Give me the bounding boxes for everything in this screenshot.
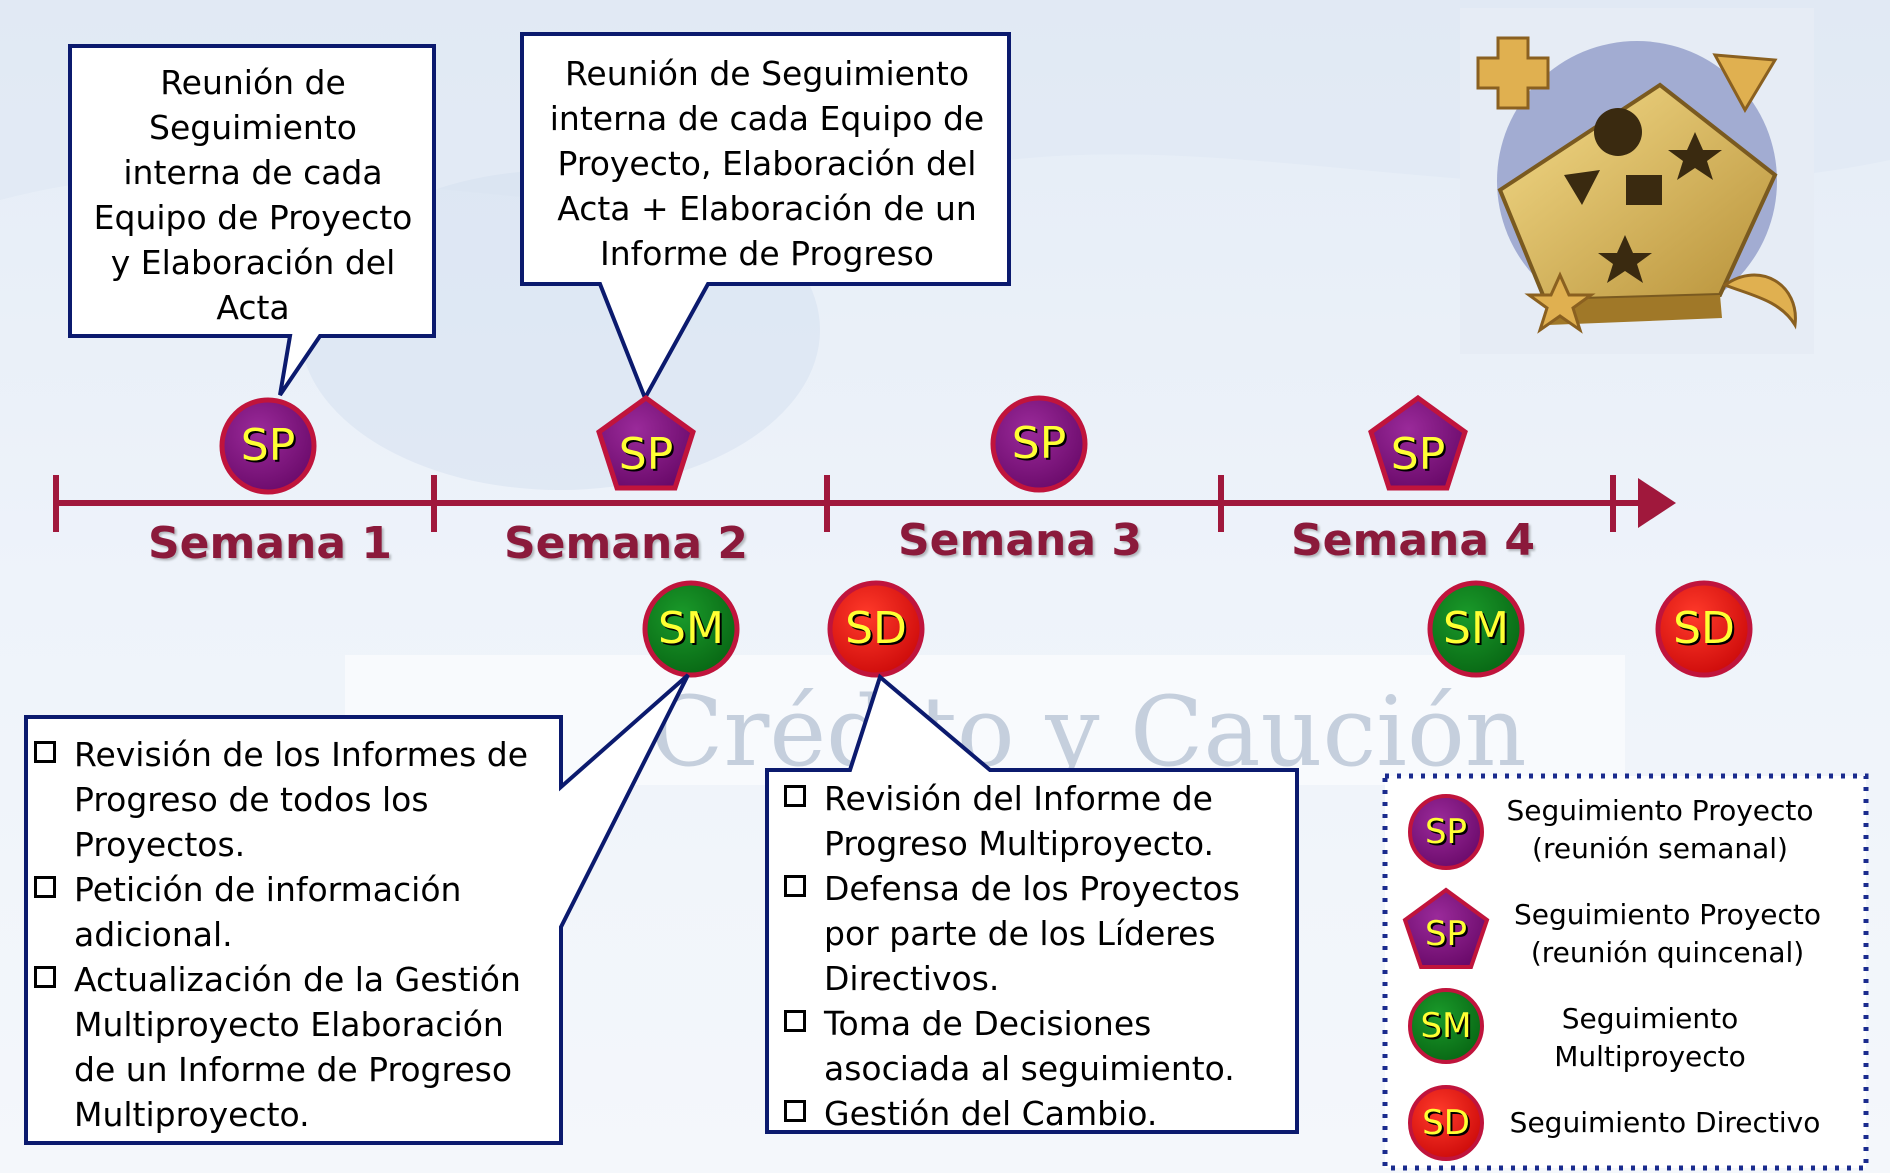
sp-marker-week1 bbox=[219, 397, 317, 495]
callout-week2-text: Reunión de Seguimiento interna de cada E… bbox=[528, 51, 1006, 276]
callout-week2-line: Proyecto, Elaboración del bbox=[557, 144, 977, 183]
sp-pentagon-week2-label: SP bbox=[618, 429, 674, 480]
sm-marker-week2 bbox=[642, 580, 740, 678]
sd-action-text: Gestión del Cambio. bbox=[824, 1094, 1158, 1133]
week-label-1: Semana 1 bbox=[147, 518, 393, 569]
callout-week1-line: Reunión de bbox=[160, 63, 346, 102]
legend-sd-circle-icon bbox=[1408, 1085, 1484, 1161]
callout-week2-line: interna de cada Equipo de bbox=[549, 99, 985, 138]
sm-action-item: Revisión de los Informes de Progreso de … bbox=[30, 732, 550, 867]
callout-week1-line: Acta bbox=[216, 288, 290, 327]
week-label-3: Semana 3 bbox=[897, 515, 1143, 566]
sm-action-text: Revisión de los Informes de Progreso de … bbox=[74, 735, 529, 864]
sd-action-text: Defensa de los Proyectos por parte de lo… bbox=[824, 869, 1240, 998]
sd-action-text: Toma de Decisiones asociada al seguimien… bbox=[824, 1004, 1235, 1088]
sd-action-item: Gestión del Cambio. bbox=[780, 1091, 1260, 1136]
sd-marker-end bbox=[1655, 580, 1753, 678]
callout-week1-line: Seguimiento bbox=[149, 108, 357, 147]
legend-sm-label: SM bbox=[1420, 1006, 1472, 1046]
legend-sm-circle-icon bbox=[1408, 988, 1484, 1064]
sd-action-text: Revisión del Informe de Progreso Multipr… bbox=[824, 779, 1214, 863]
legend-sp-circle-icon bbox=[1408, 794, 1484, 870]
timeline-arrow-icon bbox=[1638, 478, 1676, 528]
sm-action-item: Actualización de la Gestión Multiproyect… bbox=[30, 957, 550, 1137]
week-label-2: Semana 2 bbox=[503, 518, 749, 569]
checkbox-icon bbox=[784, 1010, 806, 1032]
sp-pentagon-week4-label: SP bbox=[1390, 429, 1446, 480]
callout-week2-line: Reunión de Seguimiento bbox=[564, 54, 970, 93]
sp-marker-week3 bbox=[990, 395, 1088, 493]
sm-action-text: Actualización de la Gestión Multiproyect… bbox=[74, 960, 521, 1134]
legend-item-sp-weekly: Seguimiento Proyecto (reunión semanal) bbox=[1506, 794, 1814, 865]
callout-week1-line: Equipo de Proyecto bbox=[93, 198, 413, 237]
legend-sp-pentagon-icon bbox=[1402, 887, 1490, 969]
sp-marker-week3-label: SP bbox=[1011, 418, 1067, 469]
sm-marker-week4 bbox=[1427, 580, 1525, 678]
sm-action-text: Petición de información adicional. bbox=[74, 870, 462, 954]
callout-week2-line: Informe de Progreso bbox=[600, 234, 934, 273]
sp-pentagon-marker-week4 bbox=[1368, 394, 1468, 491]
sd-marker-week3-start bbox=[827, 580, 925, 678]
checkbox-icon bbox=[784, 1100, 806, 1122]
sm-marker-week2-label: SM bbox=[658, 603, 724, 654]
callout-week1-box bbox=[68, 44, 436, 397]
checkbox-icon bbox=[34, 876, 56, 898]
sd-action-item: Defensa de los Proyectos por parte de lo… bbox=[780, 866, 1260, 1001]
callout-sd-box bbox=[765, 673, 1299, 1134]
legend-sp-circle-label: SP bbox=[1424, 812, 1468, 852]
sd-actions-list: Revisión del Informe de Progreso Multipr… bbox=[780, 776, 1260, 1136]
callout-week1-line: y Elaboración del bbox=[110, 243, 396, 282]
sd-action-item: Toma de Decisiones asociada al seguimien… bbox=[780, 1001, 1260, 1091]
legend-sp-pentagon-label: SP bbox=[1424, 914, 1468, 954]
sp-pentagon-marker-week2 bbox=[596, 394, 696, 491]
callout-week1-line: interna de cada bbox=[123, 153, 383, 192]
callout-week2-line: Acta + Elaboración de un bbox=[557, 189, 977, 228]
week-label-4: Semana 4 bbox=[1290, 515, 1536, 566]
sm-marker-week4-label: SM bbox=[1443, 603, 1509, 654]
shape-sorter-puzzle-icon bbox=[1460, 8, 1814, 354]
legend-item-sp-biweekly: Seguimiento Proyecto (reunión quincenal) bbox=[1513, 898, 1822, 969]
sd-marker-week3-label: SD bbox=[845, 603, 907, 654]
sm-actions-list: Revisión de los Informes de Progreso de … bbox=[30, 732, 550, 1137]
sd-action-item: Revisión del Informe de Progreso Multipr… bbox=[780, 776, 1260, 866]
legend-item-sd: Seguimiento Directivo bbox=[1509, 1106, 1821, 1139]
checkbox-icon bbox=[784, 785, 806, 807]
legend-item-sm: Seguimiento Multiproyecto bbox=[1554, 1002, 1746, 1073]
callout-week2-box bbox=[520, 32, 1011, 403]
callout-week1-text: Reunión de Seguimiento interna de cada E… bbox=[78, 60, 428, 330]
checkbox-icon bbox=[34, 966, 56, 988]
callout-sm-box bbox=[24, 673, 690, 1145]
legend-sd-label: SD bbox=[1422, 1103, 1470, 1143]
checkbox-icon bbox=[784, 875, 806, 897]
sp-marker-week1-label: SP bbox=[240, 420, 296, 471]
sm-action-item: Petición de información adicional. bbox=[30, 867, 550, 957]
checkbox-icon bbox=[34, 741, 56, 763]
sd-marker-end-label: SD bbox=[1673, 603, 1735, 654]
